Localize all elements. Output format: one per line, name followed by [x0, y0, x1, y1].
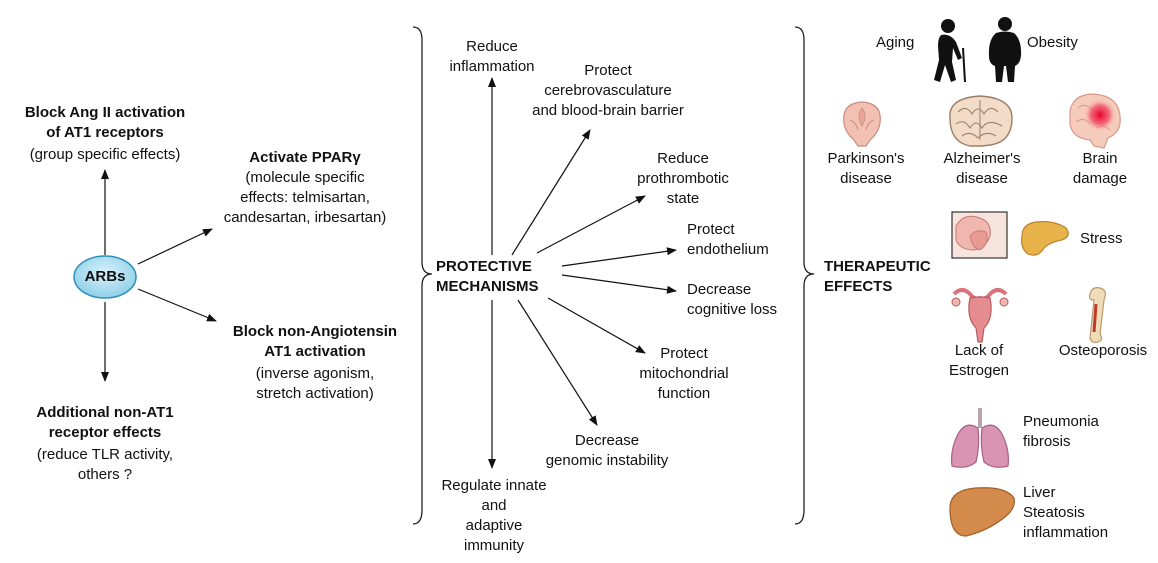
brain-damage-line2: damage — [1072, 170, 1128, 187]
arrow-cerebro — [511, 129, 591, 256]
cerebro-line2: cerebrovasculature — [544, 82, 672, 99]
ppar-detail-line2: effects: telmisartan, — [240, 189, 370, 206]
therapeutic-heading-line1: THERAPEUTIC — [824, 258, 931, 275]
stress-label: Stress — [1080, 230, 1123, 247]
parkinsons-line2: disease — [840, 170, 892, 187]
lungs-icon — [951, 408, 1009, 468]
ppar-title: Activate PPARγ — [249, 149, 361, 166]
alzheimers-brain-icon — [949, 95, 1013, 147]
arrow-endothelium — [561, 247, 677, 267]
non-ang-detail-line1: (inverse agonism, — [255, 365, 375, 382]
therapeutic-heading-line2: EFFECTS — [824, 278, 893, 295]
immunity-line3: adaptive — [465, 517, 523, 534]
estrogen-line1: Lack of — [954, 342, 1004, 359]
prothrombotic-line2: prothrombotic — [637, 170, 729, 187]
left-brace — [412, 26, 433, 525]
non-at1-detail-line2: others ? — [77, 466, 133, 483]
alzheimers-line1: Alzheimer's — [943, 150, 1021, 167]
non-ang-detail-line2: stretch activation) — [256, 385, 374, 402]
immunity-line1: Regulate innate — [441, 477, 547, 494]
inflammation-line2: inflammation — [449, 58, 535, 75]
arrow-ppar — [137, 228, 213, 265]
ppar-detail-line3: candesartan, irbesartan) — [223, 209, 387, 226]
endothelium-line2: endothelium — [687, 241, 769, 258]
mito-line3: function — [657, 385, 711, 402]
arrow-mito — [547, 297, 646, 354]
bone-icon — [1088, 287, 1106, 344]
block-ang2-detail: (group specific effects) — [29, 146, 181, 163]
arrow-genomic — [517, 299, 598, 426]
pancreas-icon — [1021, 221, 1069, 256]
cerebro-line3: and blood-brain barrier — [532, 102, 684, 119]
obesity-label: Obesity — [1027, 34, 1078, 51]
non-at1-title-line1: Additional non-AT1 — [36, 404, 174, 421]
prothrombotic-line3: state — [666, 190, 700, 207]
non-ang-title-line1: Block non-Angiotensin — [232, 323, 398, 340]
arbs-label: ARBs — [84, 268, 126, 285]
genomic-line1: Decrease — [574, 432, 640, 449]
immunity-line2: and — [481, 497, 507, 514]
non-ang-title-line2: AT1 activation — [264, 343, 366, 360]
mechanisms-heading-line2: MECHANISMS — [436, 278, 539, 295]
arb-arrows — [101, 169, 217, 382]
immunity-line4: immunity — [463, 537, 524, 554]
mito-line1: Protect — [660, 345, 708, 362]
pneumonia-line2: fibrosis — [1023, 433, 1071, 450]
cerebro-line1: Protect — [584, 62, 632, 79]
mito-line2: mitochondrial — [639, 365, 729, 382]
brain-damage-icon — [1069, 93, 1121, 149]
mechanism-arrows — [488, 77, 677, 469]
liver-icon — [949, 487, 1015, 537]
genomic-line2: genomic instability — [545, 452, 669, 469]
inflammation-line1: Reduce — [466, 38, 518, 55]
block-ang2-title-line1: Block Ang II activation — [24, 104, 186, 121]
liver-line1: Liver — [1023, 484, 1056, 501]
parkinsons-line1: Parkinson's — [827, 150, 905, 167]
endothelium-line1: Protect — [687, 221, 735, 238]
right-brace — [794, 26, 815, 525]
non-at1-detail-line1: (reduce TLR activity, — [36, 446, 174, 463]
elderly-person-icon — [934, 19, 966, 83]
arrow-cognitive — [561, 274, 677, 294]
uterus-icon — [951, 288, 1009, 343]
cognitive-line2: cognitive loss — [687, 301, 778, 318]
arbs-ellipse — [73, 255, 137, 299]
ppar-detail-line1: (molecule specific — [245, 169, 365, 186]
cognitive-line1: Decrease — [687, 281, 752, 298]
pneumonia-line1: Pneumonia — [1023, 413, 1099, 430]
obese-person-icon — [988, 17, 1022, 82]
mechanisms-heading-line1: PROTECTIVE — [436, 258, 532, 275]
parkinsons-brain-icon — [843, 101, 881, 147]
estrogen-line2: Estrogen — [948, 362, 1010, 379]
liver-line3: inflammation — [1023, 524, 1109, 541]
prothrombotic-line1: Reduce — [657, 150, 709, 167]
block-ang2-title-line2: of AT1 receptors — [46, 124, 164, 141]
arrow-prothrombotic — [536, 195, 646, 254]
aging-label: Aging — [876, 34, 915, 51]
brain-damage-line1: Brain — [1082, 150, 1118, 167]
non-at1-title-line2: receptor effects — [48, 424, 162, 441]
arrow-non-ang — [137, 288, 217, 322]
adrenal-gland-icon — [951, 211, 1008, 259]
alzheimers-line2: disease — [956, 170, 1008, 187]
liver-line2: Steatosis — [1023, 504, 1085, 521]
osteoporosis-label: Osteoporosis — [1058, 342, 1148, 359]
